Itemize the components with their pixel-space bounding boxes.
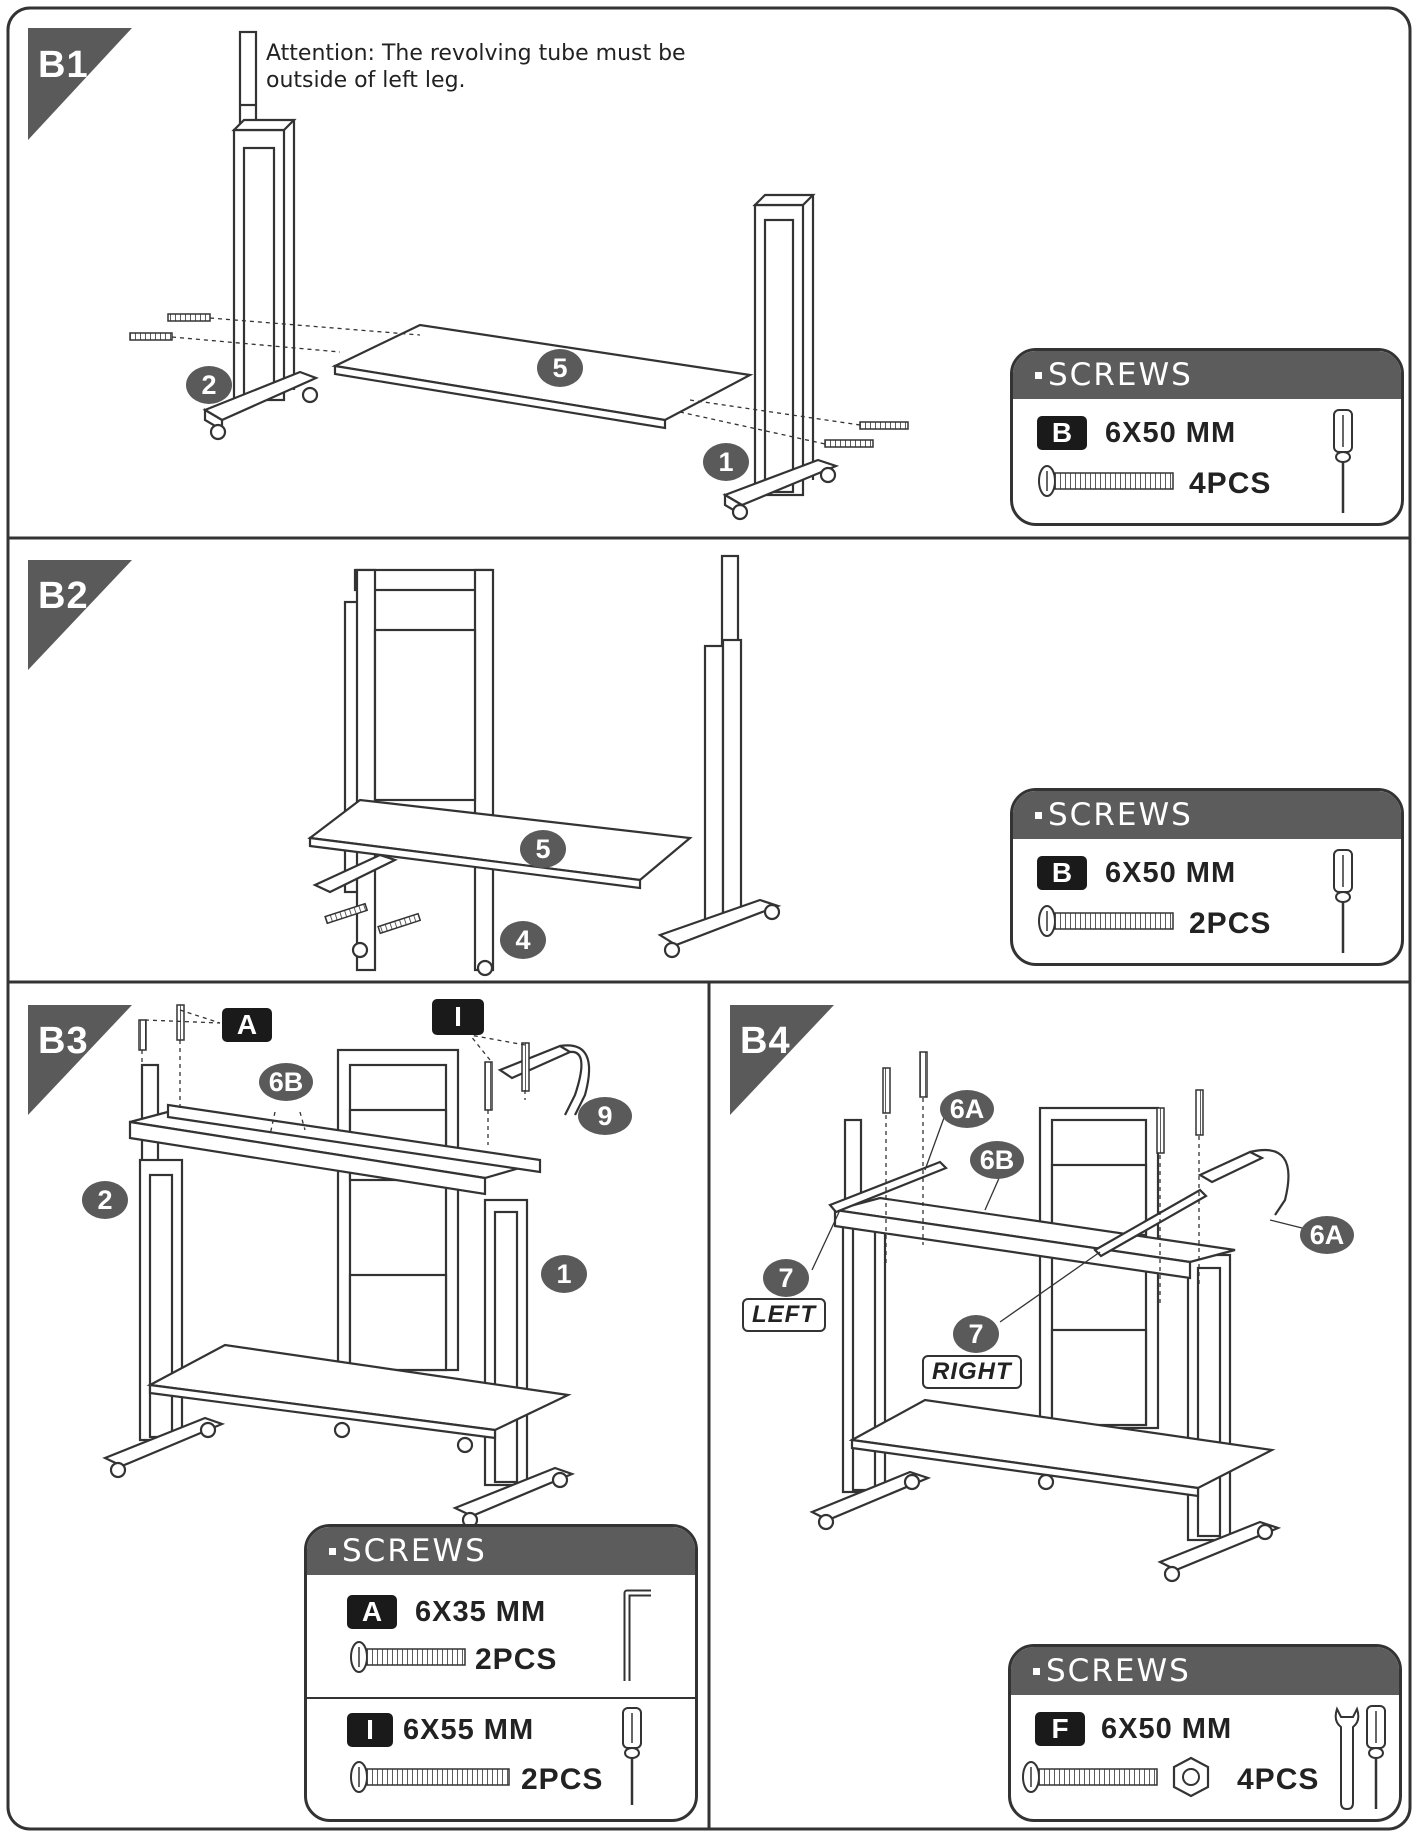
screw-quantity: 4PCS <box>1237 1763 1320 1796</box>
screw-quantity: 2PCS <box>475 1643 558 1676</box>
b4-part-callout: 7 <box>763 1259 809 1297</box>
b1-note-line-2: outside of left leg. <box>266 68 466 93</box>
b3-screws-box: SCREWS A 6X35 MM 2PCS I 6X55 MM 2PCS <box>304 1524 698 1822</box>
screwdriver-icon <box>1333 409 1353 513</box>
b2-assembly-drawing <box>307 554 782 977</box>
allen-key-icon <box>623 1589 651 1681</box>
screws-title: SCREWS <box>1046 1653 1191 1689</box>
b4-right-label: RIGHT <box>922 1355 1022 1389</box>
b2-part-callout: 5 <box>520 830 566 868</box>
screwdriver-icon <box>1366 1705 1386 1809</box>
wrench-icon <box>1334 1706 1360 1811</box>
screw-size: 6X50 MM <box>1105 417 1237 449</box>
step-marker-b1 <box>28 28 132 140</box>
screw-code-badge: A <box>347 1595 397 1629</box>
b3-part-callout: 1 <box>541 1255 587 1293</box>
step-marker-b3 <box>28 1005 132 1115</box>
b4-left-label: LEFT <box>742 1298 826 1332</box>
screwdriver-icon <box>622 1707 642 1805</box>
b1-screws-box: SCREWS B 6X50 MM 4PCS <box>1010 348 1404 526</box>
b2-part-callout: 4 <box>500 921 546 959</box>
screw-size: 6X35 MM <box>415 1596 547 1628</box>
screws-header: SCREWS <box>1013 791 1401 839</box>
screw-quantity: 2PCS <box>1189 907 1272 940</box>
step-label-b3: B3 <box>38 1020 89 1062</box>
step-label-b4: B4 <box>740 1020 791 1062</box>
b3-assembly-drawing <box>102 1004 591 1529</box>
bullet-icon <box>1035 811 1042 819</box>
step-label-b2: B2 <box>38 575 89 617</box>
b3-screw-badge-i: I <box>432 999 484 1035</box>
b2-screws-box: SCREWS B 6X50 MM 2PCS <box>1010 788 1404 966</box>
screw-code-badge: I <box>347 1713 393 1747</box>
b4-part-callout: 7 <box>953 1315 999 1353</box>
screw-size: 6X50 MM <box>1101 1713 1233 1745</box>
b3-part-callout: 2 <box>82 1181 128 1219</box>
b1-note-line-1: Attention: The revolving tube must be <box>266 41 686 66</box>
b3-part-callout: 9 <box>578 1097 632 1135</box>
screws-header: SCREWS <box>1011 1647 1399 1695</box>
screw-icon <box>350 1641 466 1673</box>
step-label-b1: B1 <box>38 44 89 86</box>
b1-assembly-drawing <box>129 30 909 521</box>
screw-quantity: 2PCS <box>521 1763 604 1796</box>
hex-nut-icon <box>1172 1756 1210 1798</box>
screw-size: 6X55 MM <box>403 1714 535 1746</box>
screw-code-badge: F <box>1035 1712 1085 1746</box>
screws-title: SCREWS <box>1048 357 1193 393</box>
b1-part-callout: 5 <box>537 349 583 387</box>
screw-icon <box>1038 905 1174 937</box>
b1-part-callout: 2 <box>186 366 232 404</box>
b4-screws-box: SCREWS F 6X50 MM 4PCS <box>1008 1644 1402 1822</box>
screw-icon <box>1038 465 1174 497</box>
row-divider <box>307 1697 695 1699</box>
bullet-icon <box>329 1547 336 1555</box>
b1-part-callout: 1 <box>703 443 749 481</box>
b3-screw-badge-a: A <box>222 1008 272 1042</box>
screw-quantity: 4PCS <box>1189 467 1272 500</box>
b4-part-callout: 6B <box>970 1141 1024 1179</box>
screw-code-badge: B <box>1037 856 1087 890</box>
bullet-icon <box>1033 1667 1040 1675</box>
screw-icon <box>1022 1761 1158 1793</box>
b4-part-callout: 6A <box>940 1090 994 1128</box>
b3-part-callout: 6B <box>259 1063 313 1101</box>
b4-assembly-drawing <box>809 1051 1311 1583</box>
screws-header: SCREWS <box>307 1527 695 1575</box>
screw-size: 6X50 MM <box>1105 857 1237 889</box>
step-marker-b4 <box>730 1005 834 1115</box>
b4-part-callout: 6A <box>1300 1216 1354 1254</box>
b1-attention-note: Attention: The revolving tube must be ou… <box>266 40 686 94</box>
screwdriver-icon <box>1333 849 1353 953</box>
bullet-icon <box>1035 371 1042 379</box>
screw-icon <box>350 1761 510 1793</box>
screw-code-badge: B <box>1037 416 1087 450</box>
screws-title: SCREWS <box>342 1533 487 1569</box>
screws-header: SCREWS <box>1013 351 1401 399</box>
step-marker-b2 <box>28 560 132 670</box>
screws-title: SCREWS <box>1048 797 1193 833</box>
